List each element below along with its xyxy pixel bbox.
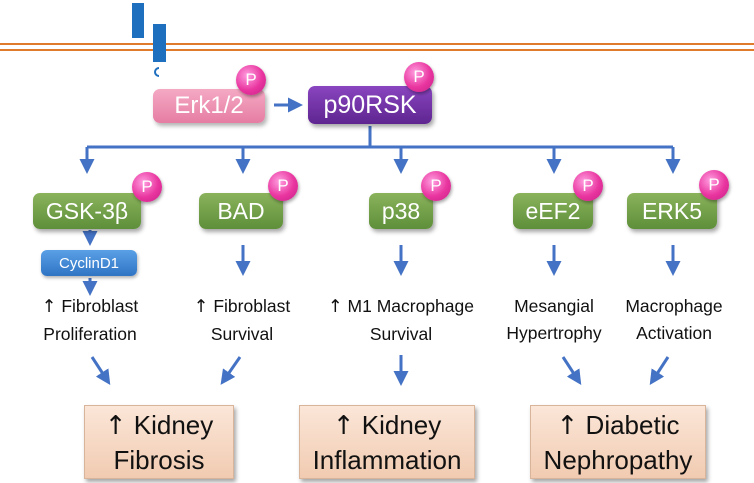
phospho-badge-gsk3b: P [132,172,162,202]
erk12-label: Erk1/2 [174,92,244,119]
p90rsk-box: p90RSK [308,86,432,124]
up-arrow-icon: ↑ [332,410,355,441]
gsk3b-label: GSK-3β [45,197,129,224]
outcome-diabetic-nephropathy: ↑ Diabetic Nephropathy [530,405,706,479]
up-arrow-icon: ↑ [327,297,343,317]
bad-box: BAD [199,193,283,229]
erk5-box: ERK5 [627,193,717,229]
effect-m1-macrophage-survival: ↑ M1 Macrophage Survival [327,296,474,344]
receptor-icon [132,3,166,77]
gsk3b-box: GSK-3β [33,193,141,229]
up-arrow-icon: ↑ [556,410,579,441]
branch-connectors [79,126,681,174]
p90rsk-label: p90RSK [323,90,417,119]
erk12-box: Erk1/2 [153,89,265,123]
up-arrow-icon: ↑ [104,410,127,441]
eef2-label: eEF2 [525,197,581,224]
effect-fibroblast-proliferation: ↑ Fibroblast Proliferation [41,296,139,344]
cyclind1-label: CyclinD1 [58,254,119,272]
outcome-kidney-inflammation: ↑ Kidney Inflammation [299,405,475,479]
phospho-badge-erk12: P [236,65,266,95]
bad-label: BAD [217,197,265,224]
phospho-badge-bad: P [268,171,298,201]
phospho-badge-erk5: P [699,170,729,200]
effect-macrophage-activation: Macrophage Activation [625,296,723,343]
effect-arrows [82,230,681,296]
phospho-badge-eef2: P [573,171,603,201]
outcome-arrows [90,355,670,386]
phospho-badge-p38: P [421,171,451,201]
outcome-kidney-fibrosis: ↑ Kidney Fibrosis [84,405,234,479]
up-arrow-icon: ↑ [193,297,209,317]
effect-mesangial-hypertrophy: Mesangial Hypertrophy [506,296,602,343]
erk5-label: ERK5 [641,197,703,224]
p38-box: p38 [369,193,433,229]
effect-fibroblast-survival: ↑ Fibroblast Survival [193,296,291,344]
up-arrow-icon: ↑ [41,297,57,317]
cyclind1-box: CyclinD1 [41,250,137,276]
p38-label: p38 [381,197,421,224]
phospho-badge-p90rsk: P [404,62,434,92]
